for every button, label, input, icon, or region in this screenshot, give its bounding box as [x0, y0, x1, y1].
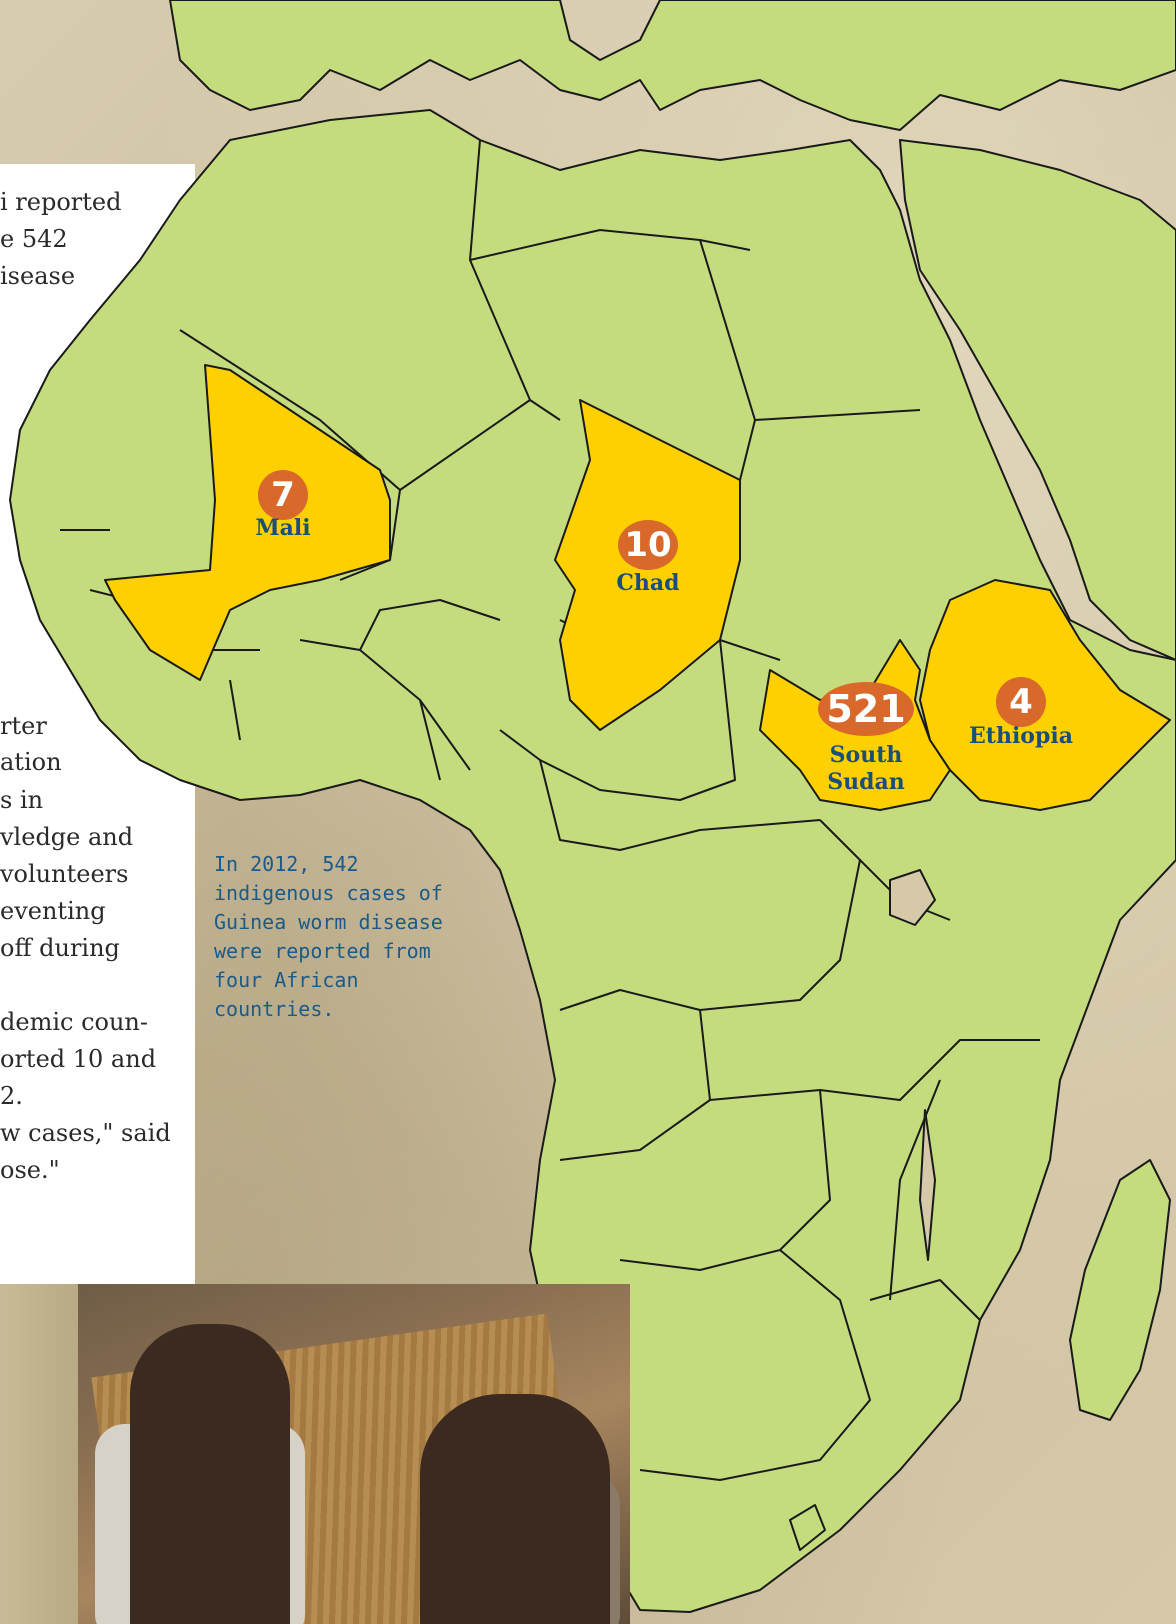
ethiopia-cases-badge: 4 [996, 677, 1046, 727]
map-caption: In 2012, 542 indigenous cases of Guinea … [214, 852, 443, 1021]
article-line: rter [0, 712, 47, 740]
lesotho [789, 1504, 826, 1551]
photo-wall [0, 1284, 78, 1624]
mali-shape [104, 364, 391, 681]
mali-cases-badge: 7 [258, 470, 308, 520]
ethiopia-label: Ethiopia [969, 723, 1073, 749]
photo-person-left [130, 1324, 290, 1624]
article-line: off during [0, 934, 120, 962]
chad-label: Chad [616, 570, 680, 596]
article-line: ation [0, 748, 62, 776]
photo-person-right [420, 1394, 610, 1624]
article-line: i reported [0, 188, 122, 216]
article-line: demic coun- [0, 1008, 148, 1036]
lake-malawi [919, 1109, 936, 1261]
south-sudan-label-line1: South [829, 742, 903, 768]
mali-label: Mali [255, 515, 311, 541]
south-sudan-label-line2: Sudan [827, 769, 905, 795]
article-line: volunteers [0, 860, 129, 888]
europe-landmass [169, 0, 1176, 131]
article-line: vledge and [0, 823, 134, 851]
middle-east-landmass [899, 139, 1176, 661]
article-line: w cases," said [0, 1119, 171, 1147]
article-line: isease [0, 262, 76, 290]
south-sudan-cases-badge: 521 [818, 682, 914, 736]
chad-cases-badge: 10 [618, 520, 678, 570]
lake-victoria [889, 869, 936, 926]
article-line: e 542 [0, 225, 68, 253]
article-line: 2. [0, 1082, 23, 1110]
article-line: ose." [0, 1156, 60, 1184]
article-line: orted 10 and [0, 1045, 157, 1073]
field-photo [0, 1284, 630, 1624]
article-line: s in [0, 786, 44, 814]
article-line: eventing [0, 897, 106, 925]
madagascar-landmass [1069, 1159, 1171, 1421]
